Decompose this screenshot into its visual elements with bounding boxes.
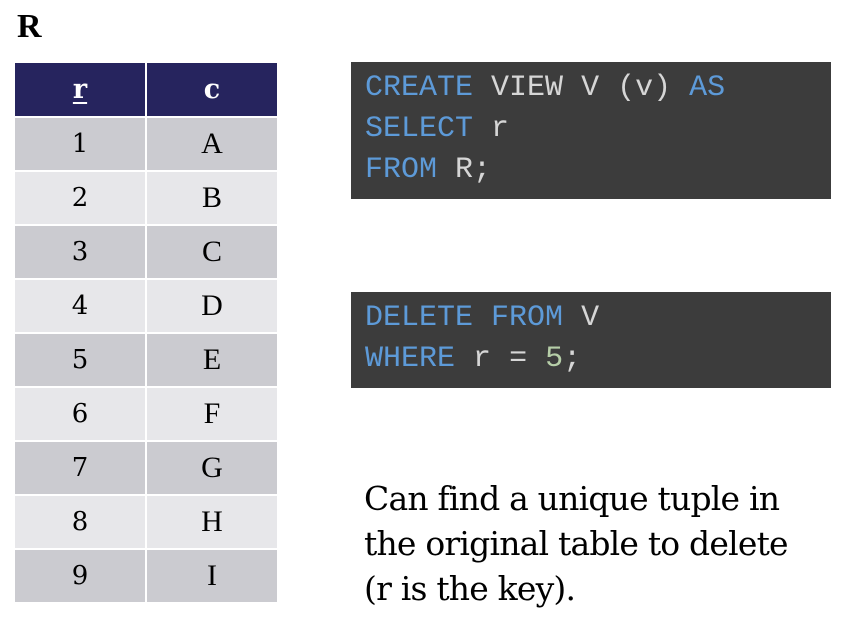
table-row: 6 F bbox=[13, 386, 279, 442]
table-row: 5 E bbox=[13, 332, 279, 388]
table-row: 2 B bbox=[13, 170, 279, 226]
source-table: R; bbox=[455, 153, 492, 187]
cell-r: 8 bbox=[13, 494, 147, 550]
cell-r: 6 bbox=[13, 386, 147, 442]
cell-c: E bbox=[145, 332, 279, 388]
table-row: 9 I bbox=[13, 548, 279, 604]
relation-name: R bbox=[17, 8, 42, 45]
cell-r: 5 bbox=[13, 332, 147, 388]
select-column: r bbox=[491, 112, 510, 146]
table-row: 4 D bbox=[13, 278, 279, 334]
cell-c: B bbox=[145, 170, 279, 226]
note-line: (r is the key). bbox=[364, 569, 576, 608]
note-line: Can find a unique tuple in bbox=[364, 479, 780, 518]
cell-r: 1 bbox=[13, 116, 147, 172]
where-operator: = bbox=[509, 342, 528, 376]
where-column: r bbox=[473, 342, 492, 376]
table-header-row: r c bbox=[13, 61, 279, 118]
cell-r: 9 bbox=[13, 548, 147, 604]
cell-c: H bbox=[145, 494, 279, 550]
cell-c: C bbox=[145, 224, 279, 280]
keyword-where: WHERE bbox=[365, 342, 456, 376]
column-header-r: r bbox=[13, 61, 147, 118]
where-value: 5 bbox=[545, 342, 564, 376]
statement-terminator: ; bbox=[563, 342, 582, 376]
table-row: 3 C bbox=[13, 224, 279, 280]
delete-code-block: DELETE FROM V WHERE r = 5; bbox=[351, 292, 831, 388]
cell-r: 3 bbox=[13, 224, 147, 280]
cell-r: 7 bbox=[13, 440, 147, 496]
relation-table: r c 1 A 2 B 3 C 4 D 5 E 6 F 7 G bbox=[13, 61, 279, 604]
table-row: 8 H bbox=[13, 494, 279, 550]
key-column-label: r bbox=[72, 74, 88, 105]
cell-c: F bbox=[145, 386, 279, 442]
keyword-select: SELECT bbox=[365, 112, 474, 146]
view-name: V bbox=[581, 71, 600, 105]
cell-r: 4 bbox=[13, 278, 147, 334]
cell-c: G bbox=[145, 440, 279, 496]
cell-r: 2 bbox=[13, 170, 147, 226]
cell-c: D bbox=[145, 278, 279, 334]
keyword-from: FROM bbox=[365, 153, 438, 187]
column-header-c: c bbox=[145, 61, 279, 118]
cell-c: I bbox=[145, 548, 279, 604]
table-row: 1 A bbox=[13, 116, 279, 172]
target-view-name: V bbox=[581, 301, 600, 335]
note-line: the original table to delete bbox=[364, 524, 789, 563]
explanation-note: Can find a unique tuple in the original … bbox=[364, 476, 844, 611]
cell-c: A bbox=[145, 116, 279, 172]
keyword-from: FROM bbox=[491, 301, 564, 335]
keyword-create: CREATE bbox=[365, 71, 474, 105]
keyword-view: VIEW bbox=[491, 71, 564, 105]
keyword-as: AS bbox=[689, 71, 726, 105]
view-columns: (v) bbox=[617, 71, 672, 105]
create-view-code-block: CREATE VIEW V (v) AS SELECT r FROM R; bbox=[351, 62, 831, 199]
keyword-delete: DELETE bbox=[365, 301, 474, 335]
table-row: 7 G bbox=[13, 440, 279, 496]
